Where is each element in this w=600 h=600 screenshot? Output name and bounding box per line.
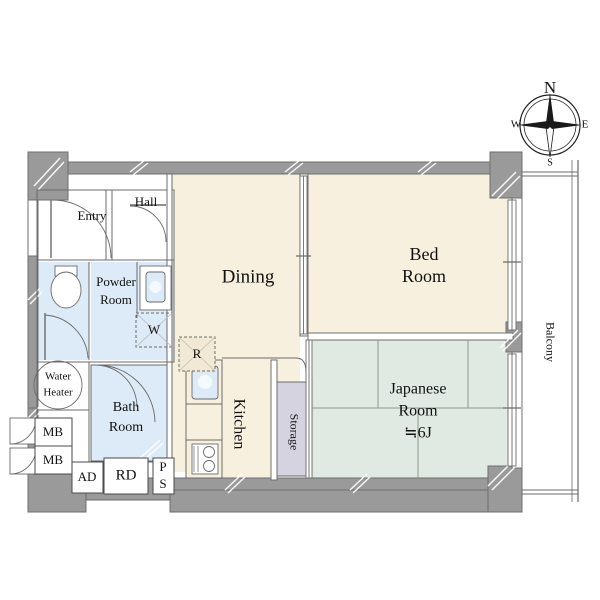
compass-label-north: N [544, 78, 556, 97]
label-hall: Hall [135, 194, 158, 209]
label-meter-box-2: MB [43, 452, 64, 467]
balcony-floor [519, 172, 579, 490]
box-labels: W R MB MB AD RD P S [43, 322, 202, 491]
powder-door-swing [96, 364, 156, 423]
label-return-duct: RD [116, 467, 137, 483]
pillar-top-left [27, 151, 69, 201]
compass-rose: N S W E [511, 78, 589, 168]
air-duct-rect [71, 461, 104, 494]
compass-needle-west [518, 121, 552, 129]
label-dining: Dining [222, 266, 275, 287]
hall-door-swing [129, 205, 167, 243]
label-bedroom-line2: Room [402, 266, 446, 286]
vanity-basin-drain [149, 281, 162, 293]
water-heater-icon [33, 360, 83, 410]
wall-kitchen-right [270, 359, 278, 481]
pillar-top-right [489, 151, 523, 199]
label-meter-box-1: MB [43, 424, 64, 439]
label-water-heater-line1: Water [45, 371, 71, 383]
bedroom-floor [306, 172, 513, 335]
wall-top [57, 161, 519, 175]
japanese-room-floor [312, 340, 513, 479]
label-kitchen: Kitchen [230, 399, 247, 450]
meter-box-2-rect [34, 445, 73, 475]
label-bedroom-line1: Bed [410, 244, 439, 264]
label-pipe-shaft-line2: S [159, 476, 166, 491]
kitchen-sink-drain [198, 375, 212, 389]
tatami-mat-lines [312, 340, 513, 479]
label-japanese-line3: ≒6J [404, 425, 432, 442]
windows-and-sliding-doors [296, 160, 579, 502]
label-boxes [34, 417, 175, 495]
washer-box [135, 312, 173, 348]
bath-door-swing [94, 364, 138, 408]
label-entry: Entry [78, 208, 107, 223]
label-storage: Storage [287, 414, 301, 451]
label-powder-line1: Powder [96, 274, 136, 289]
stove-burner-1 [203, 446, 215, 458]
label-japanese-line1: Japanese [390, 381, 447, 398]
refrigerator-box [178, 336, 216, 372]
return-duct-rect [103, 457, 149, 495]
label-refrigerator: R [193, 346, 202, 361]
compass-needle-east [548, 121, 582, 129]
appliance-boxes [135, 312, 216, 372]
toilet-bowl [50, 271, 82, 309]
label-air-duct: AD [78, 469, 97, 484]
compass-label-east: E [582, 119, 589, 131]
pipe-shaft-rect [152, 457, 175, 495]
entry-door-swing [52, 199, 112, 259]
compass-label-south: S [547, 157, 553, 168]
compass-needle-north [546, 93, 554, 127]
fixtures [33, 199, 219, 475]
room-labels: Dining Bed Room Japanese Room ≒6J Kitche… [43, 194, 557, 450]
label-pipe-shaft-line1: P [159, 459, 166, 474]
label-balcony: Balcony [543, 322, 557, 362]
toilet-door-swing [44, 314, 89, 359]
wall-bottom-step [169, 489, 491, 513]
exterior-left-doors [9, 417, 37, 475]
stove-burner-2 [203, 460, 215, 472]
label-water-heater-line2: Heater [43, 387, 73, 399]
compass-label-west: W [511, 119, 522, 131]
label-japanese-line2: Room [398, 403, 438, 420]
label-bathroom-line2: Room [109, 420, 143, 435]
wall-bedroom-japanese [307, 332, 514, 341]
label-washer: W [148, 322, 161, 337]
label-bathroom-line1: Bath [113, 400, 139, 415]
label-powder-line2: Room [100, 292, 132, 307]
